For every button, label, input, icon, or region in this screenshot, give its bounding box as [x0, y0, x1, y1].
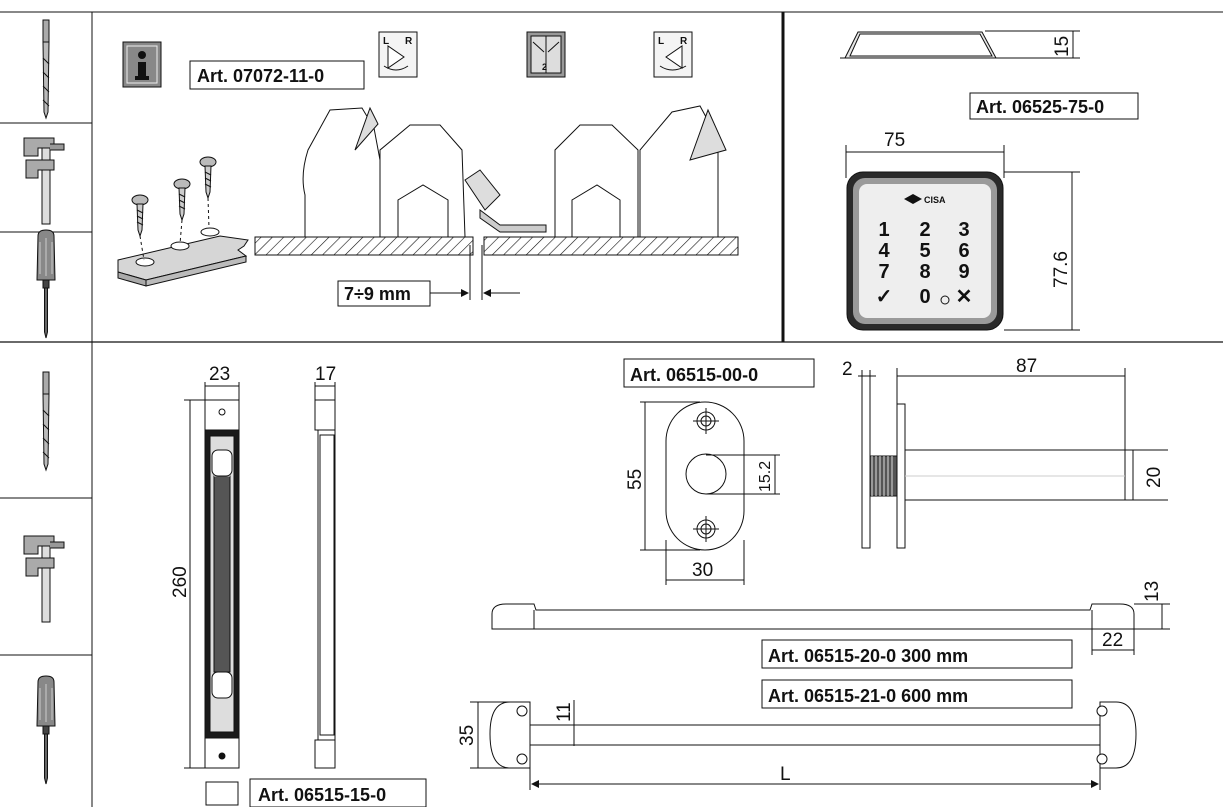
- knob-dims: [858, 368, 1168, 501]
- hinge-r-letter: R: [405, 36, 413, 47]
- screwdriver-icon: [36, 229, 56, 339]
- knob-side-view: [861, 375, 1126, 549]
- keypad-article-label: Art. 06525-75-0: [969, 92, 1139, 120]
- article-600-text: Art. 06515-21-0 600 mm: [768, 686, 968, 706]
- plate-article-text: Art. 06515-00-0: [630, 365, 758, 385]
- gap-dimension: [430, 245, 520, 300]
- install-article-label: Art. 07072-11-0: [189, 60, 365, 90]
- rod-article-label: Art. 06515-15-0: [205, 778, 427, 807]
- drill-icon: [42, 371, 50, 472]
- keypad-keys: 1 2 3 4 5 6 7 8 9 ✓ 0 ✕: [876, 219, 973, 308]
- article-600-label: Art. 06515-21-0 600 mm: [761, 679, 1073, 709]
- install-article-text: Art. 07072-11-0: [197, 66, 324, 86]
- frame-lines: [0, 11, 1223, 807]
- drill-icon: [42, 19, 50, 120]
- rod-front-view: [204, 399, 240, 769]
- short-handle-end-text: 22: [1102, 630, 1123, 651]
- rod-side-view: [314, 399, 336, 769]
- keypad-key: 2: [919, 219, 930, 241]
- keypad-key: 3: [958, 219, 969, 241]
- keypad-led: [940, 295, 950, 305]
- keypad-key: 6: [958, 240, 969, 262]
- keypad-key: 7: [878, 261, 889, 283]
- plate-dims: [640, 401, 780, 585]
- keypad-key: ✕: [956, 286, 973, 308]
- article-300-label: Art. 06515-20-0 300 mm: [761, 639, 1073, 669]
- caliper-icon: [23, 137, 65, 225]
- rod-length-text: 260: [170, 566, 191, 598]
- keypad-key: 1: [878, 219, 889, 241]
- long-bar-length-text: L: [780, 764, 791, 785]
- keypad-key: 4: [878, 240, 890, 262]
- screw-icon: [199, 156, 217, 229]
- keypad-key: 0: [919, 286, 930, 308]
- long-bar: [489, 701, 1137, 769]
- plate-hole-text: 15.2: [757, 461, 774, 492]
- short-handle: [491, 603, 1135, 630]
- mounting-plate: [117, 227, 249, 287]
- door-section-right: [483, 105, 739, 256]
- screw-icon: [131, 194, 149, 261]
- gap-label-text: 7÷9 mm: [344, 284, 411, 304]
- knob-length-text: 87: [1016, 356, 1037, 377]
- keypad-key: 5: [919, 240, 930, 262]
- plate-article-label: Art. 06515-00-0: [623, 358, 815, 388]
- rod-depth-text: 17: [315, 364, 336, 385]
- keypad-profile: [840, 30, 1080, 59]
- manual-info-icon: [122, 41, 162, 88]
- door-section-left: [254, 106, 547, 256]
- keypad-height-dim: [1004, 171, 1080, 331]
- knob-diameter-text: 20: [1144, 467, 1165, 488]
- hinge-rl-icon: L R: [653, 31, 693, 78]
- long-bar-dims: [470, 700, 1101, 790]
- rod-width-text: 23: [209, 364, 230, 385]
- short-handle-dims: [1091, 603, 1170, 655]
- keypad-width-text: 75: [884, 130, 905, 151]
- keypad-device: CISA: [846, 171, 1004, 331]
- hinge-l-letter-2: L: [658, 36, 664, 47]
- hinge-lr-icon: L R: [378, 31, 418, 78]
- keypad-brand: CISA: [924, 195, 946, 205]
- plate-width-text: 30: [692, 560, 713, 581]
- double-door-number: 2: [542, 62, 547, 72]
- caliper-icon: [23, 535, 65, 623]
- article-300-text: Art. 06515-20-0 300 mm: [768, 646, 968, 666]
- keypad-height-text: 77.6: [1051, 251, 1072, 288]
- long-bar-rod-text: 11: [554, 702, 575, 722]
- rod-article-text: Art. 06515-15-0: [258, 785, 386, 805]
- keypad-key: 9: [958, 261, 969, 283]
- long-bar-height-text: 35: [457, 725, 478, 746]
- double-door-icon: 2: [526, 31, 566, 78]
- screwdriver-icon: [36, 675, 56, 785]
- gap-label: 7÷9 mm: [337, 280, 431, 307]
- escutcheon-plate: [665, 401, 745, 551]
- screw-icon: [173, 178, 191, 245]
- hinge-r-letter-2: R: [680, 36, 688, 47]
- knob-thickness-text: 2: [842, 359, 853, 380]
- short-handle-height-text: 13: [1142, 581, 1163, 602]
- keypad-article-text: Art. 06525-75-0: [976, 97, 1104, 117]
- keypad-key: ✓: [876, 286, 893, 308]
- plate-height-text: 55: [625, 469, 646, 490]
- keypad-profile-dim: 15: [1052, 36, 1073, 57]
- rod-dims: [184, 382, 336, 769]
- hinge-l-letter: L: [383, 36, 389, 47]
- keypad-key: 8: [919, 261, 930, 283]
